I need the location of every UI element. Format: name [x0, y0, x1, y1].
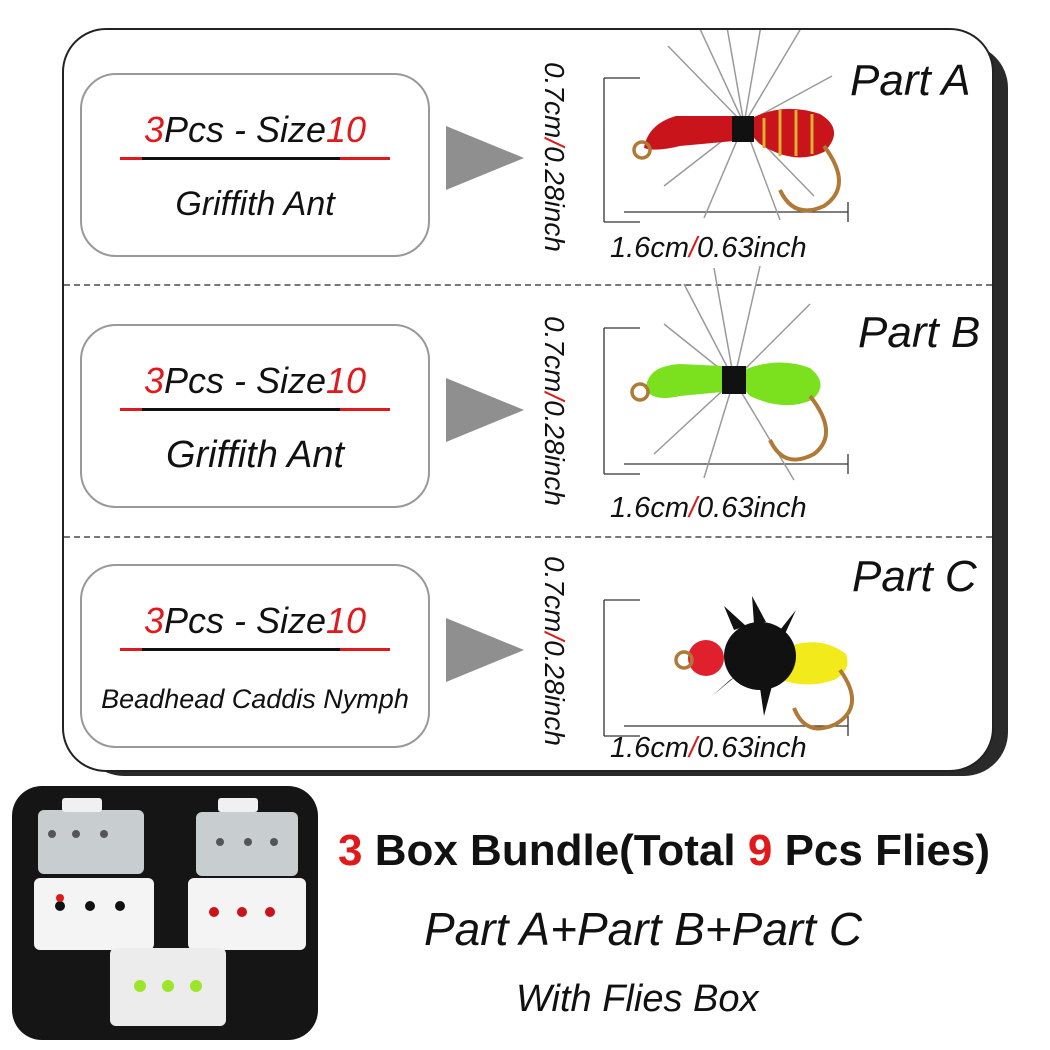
fly-box-left: [34, 798, 154, 950]
size-number: 10: [326, 109, 367, 150]
height-inch: 0.28inch: [539, 400, 570, 506]
qty-number: 3: [143, 109, 164, 150]
fly-boxes-photo: [12, 786, 318, 1040]
fly-hook: [778, 144, 841, 213]
part-title: Part B: [858, 308, 981, 357]
fly-hook-eye: [630, 382, 650, 402]
fly-thorax: [722, 366, 746, 394]
fly-hook-eye: [674, 650, 694, 670]
fly-frame: [603, 599, 849, 737]
fishing-fly-icon: [603, 30, 849, 223]
triangle-right-icon: [446, 378, 524, 442]
fishing-fly-icon: [603, 265, 849, 481]
part-c-row: 3Pcs - Size10 Beadhead Caddis Nymph 0.7c…: [64, 536, 992, 770]
fly-hook: [792, 668, 855, 731]
box-count: 3: [338, 826, 363, 875]
part-b-row: 3Pcs - Size10 Griffith Ant 0.7cm/0.28inc…: [64, 265, 992, 536]
part-a-label-card: 3Pcs - Size10 Griffith Ant: [80, 73, 430, 257]
length-sep: /: [688, 232, 698, 264]
qty-number: 3: [143, 360, 164, 401]
size-number: 10: [326, 360, 367, 401]
total-count: 9: [747, 826, 773, 875]
fly-bead: [688, 640, 724, 676]
fly-thorax: [732, 116, 754, 142]
length-sep: /: [688, 492, 698, 524]
length-inch: 0.63inch: [697, 732, 807, 764]
bundle-box-line: With Flies Box: [516, 978, 759, 1020]
triangle-right-icon: [446, 618, 524, 682]
fly-box-front: [110, 948, 226, 1026]
height-cm: 0.7cm: [539, 556, 570, 633]
fly-frame: [603, 327, 849, 475]
length-inch: 0.63inch: [697, 232, 807, 264]
qty-text: Pcs - Size: [163, 109, 327, 150]
length-dimension: 1.6cm/0.63inch: [610, 732, 807, 765]
fishing-fly-icon: [603, 596, 855, 737]
qty-text: Pcs - Size: [163, 360, 327, 401]
fly-ribbing: [762, 110, 814, 156]
quantity-size-line: 3Pcs - Size10: [82, 360, 428, 402]
height-sep: /: [539, 632, 570, 641]
fly-body-rear: [741, 362, 821, 406]
height-dimension: 0.7cm/0.28inch: [534, 42, 574, 272]
part-b-label-card: 3Pcs - Size10 Griffith Ant: [80, 324, 430, 508]
length-sep: /: [688, 732, 698, 764]
fly-boxes-illustration: [34, 798, 306, 1026]
qty-number: 3: [143, 600, 164, 641]
fly-body-front: [646, 364, 728, 398]
part-a-row: 3Pcs - Size10 Griffith Ant 0.7cm/0.28inc…: [64, 30, 992, 284]
length-cm: 1.6cm: [610, 732, 689, 764]
fly-name: Griffith Ant: [175, 185, 335, 223]
fly-box-right: [188, 798, 306, 950]
height-sep: /: [539, 138, 570, 147]
bundle-text: Box Bundle(Total: [362, 826, 748, 875]
bundle-title: 3 Box Bundle(Total 9 Pcs Flies): [338, 826, 990, 876]
length-dimension: 1.6cm/0.63inch: [610, 232, 807, 265]
height-sep: /: [539, 392, 570, 401]
qty-text: Pcs - Size: [163, 600, 327, 641]
triangle-right-icon: [446, 126, 524, 190]
qty-underline: [120, 157, 390, 160]
product-spec-panel: 3Pcs - Size10 Griffith Ant 0.7cm/0.28inc…: [62, 28, 994, 772]
size-number: 10: [326, 600, 367, 641]
fly-hook: [768, 394, 829, 462]
height-dimension: 0.7cm/0.28inch: [534, 536, 574, 766]
length-dimension: 1.6cm/0.63inch: [610, 492, 807, 525]
fly-hook-eye: [632, 140, 652, 160]
bundle-parts-line: Part A+Part B+Part C: [424, 903, 863, 955]
length-inch: 0.63inch: [697, 492, 807, 524]
fly-frame: [603, 77, 849, 223]
fly-body-rear: [749, 108, 835, 158]
height-inch: 0.28inch: [539, 640, 570, 746]
part-c-label-card: 3Pcs - Size10 Beadhead Caddis Nymph: [80, 564, 430, 748]
length-cm: 1.6cm: [610, 232, 689, 264]
qty-underline: [120, 648, 390, 651]
qty-underline: [120, 408, 390, 411]
quantity-size-line: 3Pcs - Size10: [82, 109, 428, 151]
bundle-suffix: Pcs Flies): [772, 826, 991, 875]
fly-body-front: [644, 116, 742, 150]
length-cm: 1.6cm: [610, 492, 689, 524]
height-cm: 0.7cm: [539, 62, 570, 139]
fly-hackle: [712, 596, 796, 716]
row-divider: [64, 284, 992, 286]
part-title: Part C: [852, 552, 977, 601]
quantity-size-line: 3Pcs - Size10: [82, 600, 428, 642]
height-dimension: 0.7cm/0.28inch: [534, 296, 574, 526]
height-inch: 0.28inch: [539, 146, 570, 252]
fly-name: Beadhead Caddis Nymph: [101, 684, 409, 714]
height-cm: 0.7cm: [539, 316, 570, 393]
fly-name: Griffith Ant: [165, 434, 345, 476]
part-title: Part A: [850, 56, 971, 105]
row-divider: [64, 536, 992, 538]
